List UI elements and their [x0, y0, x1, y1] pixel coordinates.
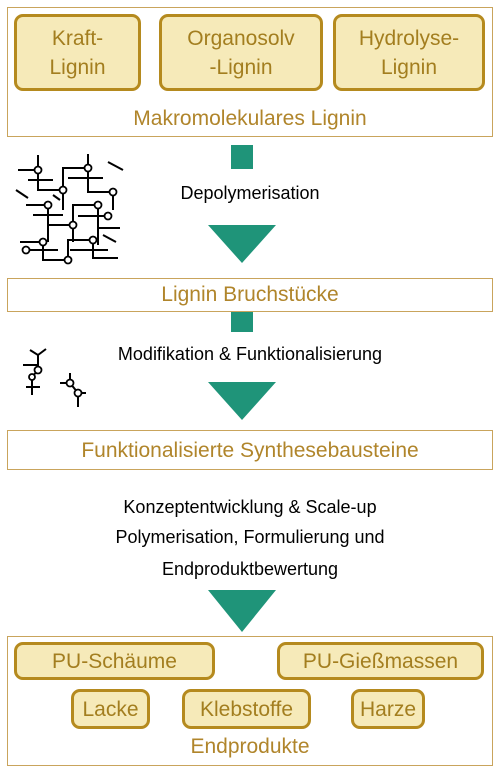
depolymerisation-arrow	[208, 145, 276, 277]
lignin-fragments-label: Lignin Bruchstücke	[161, 283, 339, 306]
end-products-caption: Endprodukte	[190, 735, 310, 758]
kraft-lignin-label: Kraft- Lignin	[49, 26, 106, 79]
concept-development-line-1: Konzeptentwicklung & Scale-up	[123, 497, 377, 517]
pu-casting-compounds-label: PU-Gießmassen	[302, 649, 459, 673]
resins-box: Harze	[351, 689, 425, 729]
pu-casting-compounds-box: PU-Gießmassen	[277, 642, 484, 680]
concept-development-line-2: Polymerisation, Formulierung und	[115, 527, 385, 547]
pu-foams-box: PU-Schäume	[14, 642, 215, 680]
lignin-fragments-box	[7, 278, 493, 312]
pu-foams-label: PU-Schäume	[52, 649, 177, 673]
functionalized-building-blocks-box	[7, 430, 493, 470]
hydrolyse-lignin-box: Hydrolyse- Lignin	[333, 14, 485, 91]
hydrolyse-lignin-label: Hydrolyse- Lignin	[358, 26, 460, 79]
coatings-label: Lacke	[82, 697, 139, 721]
macromolecular-lignin-caption: Makromolekulares Lignin	[133, 107, 367, 130]
adhesives-box: Klebstoffe	[182, 689, 311, 729]
kraft-lignin-box: Kraft- Lignin	[14, 14, 141, 91]
concept-development-line-3: Endproduktbewertung	[161, 559, 339, 579]
coatings-box: Lacke	[71, 689, 150, 729]
final-products-arrow	[208, 590, 276, 635]
organosolv-lignin-box: Organosolv -Lignin	[159, 14, 323, 91]
depolymerisation-label: Depolymerisation	[180, 183, 320, 203]
functionalized-building-blocks-label: Funktionalisierte Synthesebausteine	[81, 439, 419, 462]
lignin-fragment-molecules-icon	[23, 348, 86, 407]
resins-label: Harze	[359, 697, 417, 721]
modification-label: Modifikation & Funktionalisierung	[117, 344, 383, 364]
organosolv-lignin-label: Organosolv -Lignin	[187, 26, 295, 79]
modification-arrow	[208, 312, 276, 422]
lignin-polymer-network-icon	[15, 154, 124, 265]
adhesives-label: Klebstoffe	[199, 697, 293, 721]
